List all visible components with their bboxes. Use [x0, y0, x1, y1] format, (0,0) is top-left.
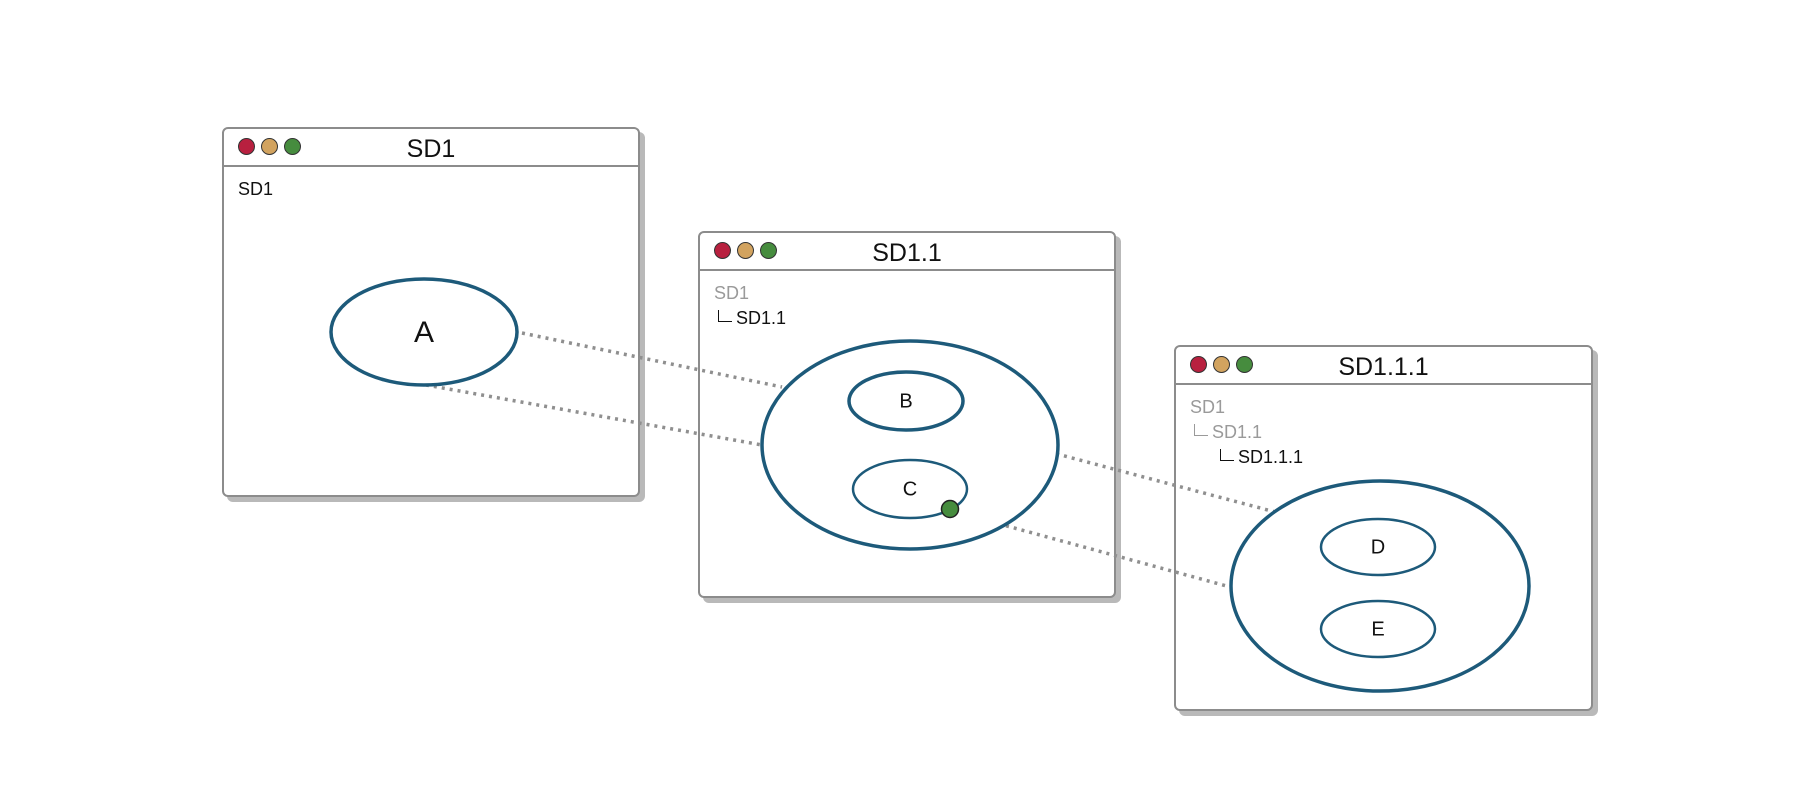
state-b[interactable] — [847, 370, 965, 432]
breadcrumb: SD1 SD1.1 SD1.1.1 — [1190, 395, 1303, 470]
tree-elbow-icon — [718, 310, 732, 322]
state-e[interactable] — [1319, 599, 1437, 659]
states — [329, 277, 1531, 693]
breadcrumb: SD1 — [238, 177, 273, 202]
window-title: SD1.1 — [872, 239, 942, 267]
state-label-c: C — [903, 478, 917, 500]
maximize-icon[interactable] — [1236, 356, 1253, 373]
window-title: SD1 — [406, 135, 456, 163]
maximize-icon[interactable] — [284, 138, 301, 155]
state-sd1-1-1[interactable] — [1229, 479, 1531, 693]
connector-a-to-sd1-1 — [521, 331, 783, 389]
window-controls — [714, 242, 777, 259]
minimize-icon[interactable] — [737, 242, 754, 259]
breadcrumb-item[interactable]: SD1.1 — [1190, 420, 1303, 445]
breadcrumb-label: SD1.1 — [1212, 422, 1263, 442]
window-titlebar[interactable]: SD1.1 — [700, 233, 1114, 271]
breadcrumb-item[interactable]: SD1.1.1 — [1190, 445, 1303, 470]
window-titlebar[interactable]: SD1.1.1 — [1176, 347, 1591, 385]
tree-elbow-icon — [1194, 424, 1208, 436]
minimize-icon[interactable] — [261, 138, 278, 155]
window-controls — [1190, 356, 1253, 373]
breadcrumb-item[interactable]: SD1 — [238, 179, 274, 199]
close-icon[interactable] — [1190, 356, 1207, 373]
exit-port-icon[interactable] — [940, 499, 960, 519]
window-titlebar[interactable]: SD1 — [224, 129, 638, 167]
breadcrumb-item[interactable]: SD1.1 — [714, 306, 786, 331]
breadcrumb-item[interactable]: SD1 — [1190, 397, 1226, 417]
close-icon[interactable] — [238, 138, 255, 155]
state-c[interactable] — [851, 458, 969, 520]
maximize-icon[interactable] — [760, 242, 777, 259]
breadcrumb-item[interactable]: SD1 — [714, 283, 750, 303]
breadcrumb-label: SD1.1 — [736, 308, 787, 328]
state-d[interactable] — [1319, 517, 1437, 577]
breadcrumb: SD1 SD1.1 — [714, 281, 786, 331]
close-icon[interactable] — [714, 242, 731, 259]
state-label-e: E — [1371, 618, 1384, 640]
state-sd1-1[interactable] — [760, 339, 1060, 551]
window-controls — [238, 138, 301, 155]
breadcrumb-label: SD1.1.1 — [1238, 447, 1304, 467]
state-label-d: D — [1371, 536, 1385, 558]
state-label-b: B — [899, 390, 912, 412]
state-label-a: A — [414, 316, 434, 349]
connector-a-to-sd1-1 — [425, 383, 763, 447]
state-a[interactable] — [329, 277, 519, 387]
tree-elbow-icon — [1220, 449, 1234, 461]
minimize-icon[interactable] — [1213, 356, 1230, 373]
state-labels: A B C D E — [414, 316, 1385, 640]
window-title: SD1.1.1 — [1338, 353, 1429, 381]
